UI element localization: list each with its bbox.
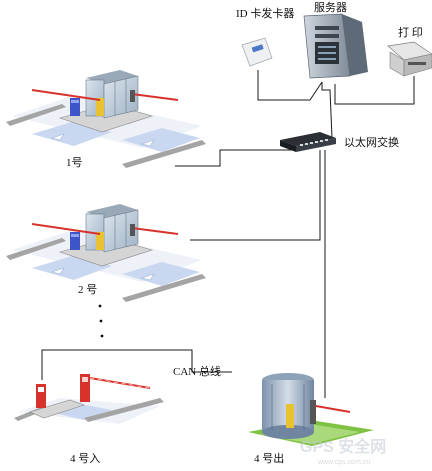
gate-4-exit-scene <box>248 373 374 446</box>
watermark: GPS 安全网 www.cps.com.cn <box>300 437 386 466</box>
server-icon <box>303 13 368 79</box>
printer-label: 打 印 <box>398 27 423 39</box>
ethernet-switch-icon <box>280 132 336 152</box>
server-label: 服务器 <box>314 2 347 14</box>
gate-2-scene <box>5 203 207 303</box>
gate-1-scene <box>5 69 207 169</box>
gate-1-label: 1号 <box>66 157 83 169</box>
svg-text:GPS 安全网: GPS 安全网 <box>300 437 386 456</box>
can-bus-label: CAN 总线 <box>173 366 221 378</box>
printer-icon <box>387 41 432 77</box>
svg-text:www.cps.com.cn: www.cps.com.cn <box>317 459 370 466</box>
gate-4-entrance-label: 4 号入 <box>70 453 101 465</box>
gate-4-entrance-scene <box>14 374 164 424</box>
id-card-reader-icon <box>241 37 273 67</box>
more-gates-ellipsis <box>98 304 104 338</box>
switch-label: 以太网交换 <box>344 137 399 149</box>
id-card-issuer-label: ID 卡发卡器 <box>236 8 295 20</box>
gate-2-label: 2 号 <box>78 284 98 296</box>
network-wires <box>41 70 415 398</box>
gate-4-exit-label: 4 号出 <box>254 453 285 465</box>
